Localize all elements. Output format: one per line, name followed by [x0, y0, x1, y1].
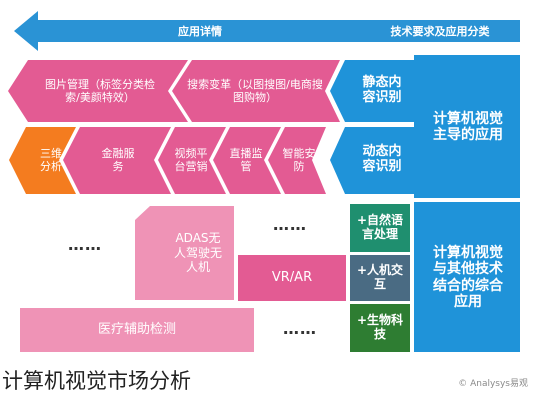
vr-shape	[238, 255, 346, 301]
nlp-block	[350, 204, 410, 252]
3d-label: 三维分析	[40, 146, 62, 173]
vr-label: VR/AR	[271, 270, 313, 286]
chevron-video	[158, 127, 226, 194]
finance-label: 金融服务	[101, 146, 135, 173]
ellipsis-bottom: ……	[283, 318, 317, 338]
section-bottom-label: 计算机视觉与其他技术结合的综合应用	[433, 245, 503, 310]
section-top-label: 计算机视觉主导的应用	[433, 110, 503, 143]
adas-shape	[135, 206, 234, 300]
chevron-search	[172, 60, 340, 122]
live-label: 直播监管	[229, 146, 263, 173]
bio-label: +生物科技	[356, 313, 404, 341]
arrow-bar-right-label: 技术要求及应用分类	[390, 25, 490, 38]
arrow-bar-left-label: 应用详情	[178, 25, 222, 38]
chevron-image-mgmt	[8, 60, 188, 122]
video-label: 视频平台营销	[174, 146, 208, 173]
hci-block	[350, 255, 410, 301]
adas-label: ADAS无人驾驶无人机	[173, 231, 222, 275]
hci-label: +人机交互	[356, 263, 404, 291]
dynamic-row-arrow	[330, 127, 414, 194]
arrow-bar	[14, 11, 520, 51]
nlp-label: +自然语言处理	[356, 213, 404, 241]
ellipsis-top: ……	[273, 214, 307, 234]
search-change-label: 搜索变革（以图搜图/电商搜图购物）	[187, 77, 323, 104]
security-label: 智能安防	[282, 146, 316, 173]
chevron-finance	[63, 127, 171, 194]
chevron-security	[268, 127, 326, 194]
static-row-arrow	[330, 60, 414, 122]
section-top-block	[414, 55, 520, 198]
section-bottom-block	[414, 202, 520, 352]
chevron-live	[213, 127, 281, 194]
ellipsis-left: ……	[68, 234, 102, 254]
watermark: © Analysys易观	[458, 379, 528, 389]
image-mgmt-label: 图片管理（标签分类检索/美颜特效）	[45, 77, 155, 104]
bio-block	[350, 304, 410, 352]
medical-label: 医疗辅助检测	[97, 322, 176, 338]
medical-shape	[20, 308, 254, 352]
static-row-label: 静态内容识别	[362, 75, 402, 105]
caption: 计算机视觉市场分析	[2, 369, 191, 393]
chevron-3d	[9, 127, 76, 194]
dynamic-row-label: 动态内容识别	[362, 144, 402, 174]
